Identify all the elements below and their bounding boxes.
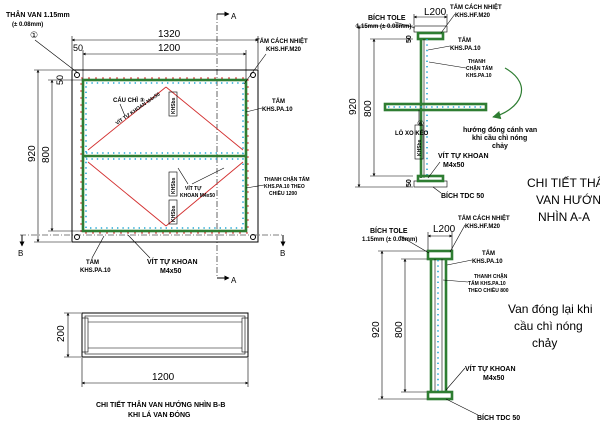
note-3: chảy [532,336,557,350]
label-bich-tol-b: 1.15mm (± 0.08mm) [362,237,417,243]
dim-920-bottom: 920 [371,321,382,338]
title-bb-2: KHI LÁ VAN ĐÓNG [128,410,191,419]
dim-50-top: 50 [73,43,83,53]
dim-920: 920 [27,145,38,162]
label-vit-small-2: KHOAN M4x50 [180,193,215,199]
label-thanh-b: THANH CHẶN [474,273,508,280]
side-view-top: KHSbs 920 800 50 50 L200 BÍCH TOLE 1.15m… [348,3,537,200]
label-tam-b: TẤM [482,250,495,257]
label-cau-chi: CÁU CHÌ ③ [113,96,145,104]
label-bich-tole: BÍCH TOLE [368,13,406,22]
corner-bolt-icon [74,72,80,78]
note-2: cầu chì nóng [514,319,583,333]
note-1: Van đóng lại khi [508,302,593,316]
label-huong-1: hướng đóng cánh van [463,127,537,134]
label-thanh-side: THANH [468,59,486,65]
khs-mark: KHSbs [171,97,177,114]
label-bich-tdc-b: BÍCH TDC 50 [477,413,520,422]
corner-bolt-icon [74,234,80,240]
dim-1320: 1320 [158,29,181,40]
section-bb-view: 200 1200 CHI TIẾT THÂN VAN HƯỚNG NHÌN B-… [56,312,249,419]
dim-50-side-top: 50 [406,35,413,43]
khs-mark: KHSbs [417,139,423,156]
label-tam-cach-nhiet-code: KHS.HF.M20 [266,47,302,53]
closed-blade [383,102,488,112]
dim-920-side: 920 [348,98,359,115]
label-than-van-tol: (± 0.08mm) [12,22,43,28]
label-tam-side: TẤM [458,37,471,44]
label-tam-side-code: KHS.PA.10 [450,46,481,52]
label-thanh-chan-len: CHIỀU 1200 [269,190,297,197]
label-thanh-b-2: TẤM KHS.PA.10 [468,280,506,287]
label-vit-front-spec: M4x50 [160,268,182,275]
corner-bolt-icon [250,234,256,240]
dim-1200-bb: 1200 [152,372,175,383]
label-tcn-code: KHS.HF.M20 [455,13,491,19]
section-b-label-right: B [280,249,285,258]
title-bb-1: CHI TIẾT THÂN VAN HƯỚNG NHÌN B-B [96,399,225,409]
diagonal-brace [87,161,167,227]
section-bb-body [81,312,249,358]
section-a-label-bottom: A [231,276,237,285]
section-a-label-top: A [231,12,237,21]
title-aa-1: CHI TIẾT THÂN [527,175,600,190]
label-tam-right-code: KHS.PA.10 [262,107,293,113]
label-tam-cach-nhiet: TẤM CÁCH NHIỆT [256,37,308,45]
marker-4: ④ [417,119,424,128]
dim-50-left: 50 [55,75,65,85]
dim-800-bottom: 800 [394,321,405,338]
label-bich-tol: 1.15mm (± 0.08mm) [356,24,411,30]
dim-l200-top: L200 [424,7,447,18]
label-rivet-diag: VÍT TỰ KHOAN M4x50 [114,90,162,127]
dim-200: 200 [56,325,67,342]
label-tcn: TẤM CÁCH NHIỆT [450,3,502,11]
label-tam-right: TẤM [272,98,285,105]
label-vit-side-spec: M4x50 [443,162,465,169]
label-bich-tole-b: BÍCH TOLE [370,226,408,235]
dim-l200-bottom: L200 [433,224,456,235]
label-than-van: THÂN VAN 1.15mm [6,10,70,19]
diagonal-brace [87,86,167,151]
title-aa: CHI TIẾT THÂN VAN HƯỚNG NHÌN A-A [527,175,600,224]
section-b-label-left: B [18,249,23,258]
front-view: A A B B KHSbs KHSbs KHSbs [6,10,310,285]
corner-bolt-icon [250,72,256,78]
diagonal-brace [165,86,244,151]
label-vit-small: VÍT TỰ [185,184,202,192]
label-tcn-code-b: KHS.HF.M20 [465,224,501,230]
label-thanh-chan: THANH CHẶN TẤM [264,176,310,183]
dim-800-side: 800 [363,100,374,117]
label-thanh-side-code: KHS.PA.10 [466,73,492,79]
marker-1: ① [30,30,38,40]
label-vit-front: VÍT TỰ KHOAN [147,257,198,266]
label-tam-bottom: TẤM [86,259,99,266]
khs-mark: KHSbs [171,205,177,222]
label-vit-side: VÍT TỰ KHOAN [438,151,489,160]
label-vit-b: VÍT TỰ KHOAN [465,364,516,373]
label-tam-code-b: KHS.PA.10 [472,259,503,265]
outer-frame [71,69,259,243]
closing-direction-arrow-icon [492,67,523,120]
khs-mark: KHSbs [171,177,177,194]
label-bich-tdc-top: BÍCH TDC 50 [441,191,484,200]
label-huong-2: khi cầu chì nóng [472,133,527,142]
title-aa-2: VAN HƯỚNG [536,192,600,207]
label-thanh-chan-code: KHS.PA.10 THEO [264,184,305,190]
label-tam-bottom-code: KHS.PA.10 [80,268,111,274]
label-vit-b-spec: M4x50 [483,375,505,382]
diagonal-brace [165,161,244,227]
dim-1200: 1200 [158,43,181,54]
label-huong-3: chảy [492,143,508,150]
label-lo-xo: LÒ XO KÉO [395,129,429,137]
side-view-bottom: 920 800 L200 BÍCH TOLE 1.15mm (± 0.08mm)… [362,214,593,422]
label-thanh-b-3: THEO CHIỀU 800 [468,287,509,294]
label-thanh-side-2: CHẶN TẤM [466,65,493,72]
title-aa-3: NHÌN A-A [538,209,590,224]
dim-50-side-bot: 50 [406,179,413,187]
label-tcn-b: TẤM CÁCH NHIỆT [458,214,510,222]
dim-800: 800 [41,146,52,163]
